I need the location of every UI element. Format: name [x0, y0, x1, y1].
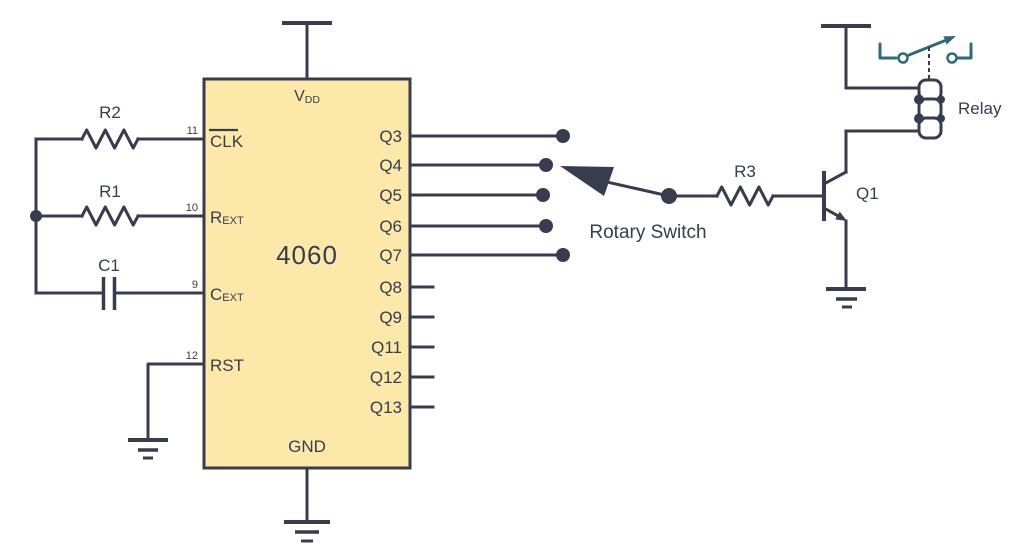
ic-body	[202, 77, 412, 470]
relay-contact-right-terminal	[946, 52, 958, 64]
q3-contact-dot	[556, 129, 570, 143]
pin-number-10: 10	[186, 202, 198, 214]
pin-label-q13: Q13	[370, 398, 402, 417]
pin-label-rst: RST	[210, 356, 244, 375]
pin-label-q8: Q8	[379, 278, 402, 297]
ic-4060: 4060 VDD GND CLK REXT CEXT RST 11 10 9 1…	[186, 21, 412, 543]
ground-symbol-rst	[128, 438, 168, 460]
relay-circuit: Relay	[821, 24, 1002, 140]
r1-label: R1	[99, 182, 121, 201]
rotary-switch: Rotary Switch	[560, 166, 707, 243]
pin-label-q7: Q7	[379, 246, 402, 265]
driver-stage: R3 Q1	[675, 129, 879, 309]
output-wires	[408, 129, 570, 409]
relay-contact-arm-arrow-icon	[943, 36, 956, 45]
q1-collector-diag	[821, 169, 849, 187]
rotary-arm-arrow-icon	[560, 166, 614, 196]
q4-contact-dot	[539, 158, 553, 172]
relay-contact-left-bracket	[878, 42, 898, 60]
q1-emitter-arrow-icon	[835, 211, 847, 221]
q5-contact-dot	[536, 188, 550, 202]
relay-label: Relay	[958, 99, 1002, 118]
rc-network: R2 R1 C1	[30, 103, 206, 310]
pin-label-q9: Q9	[379, 308, 402, 327]
rst-wire	[146, 362, 206, 441]
ic-right-pin-labels: Q3 Q4 Q5 Q6 Q7 Q8 Q9 Q11 Q12 Q13	[370, 127, 402, 417]
reset-ground	[128, 362, 206, 460]
r2-label: R2	[99, 103, 121, 122]
relay-coil	[914, 78, 945, 140]
ic-left-pin-numbers: 11 10 9 12	[186, 125, 198, 362]
c1-label: C1	[98, 256, 120, 275]
pin-number-9: 9	[192, 279, 198, 291]
ground-symbol-emitter	[826, 287, 866, 309]
pin-label-cext: CEXT	[210, 285, 244, 304]
q1-label: Q1	[856, 184, 879, 203]
transistor-q1: Q1	[821, 129, 879, 290]
vdd-pin-label: VDD	[294, 88, 320, 106]
relay-contact-switch	[878, 36, 973, 79]
pin-label-q5: Q5	[379, 186, 402, 205]
relay-contact-right-bracket	[955, 42, 973, 60]
pin-label-q11: Q11	[371, 338, 402, 357]
ground-symbol-ic	[284, 520, 330, 543]
pin-label-q6: Q6	[379, 217, 402, 236]
pin-label-q12: Q12	[370, 368, 402, 387]
pin-label-q3: Q3	[379, 127, 402, 146]
gnd-pin-label: GND	[288, 437, 326, 456]
q7-contact-dot	[556, 248, 570, 262]
pin-label-rext: REXT	[210, 208, 244, 227]
ic-part-number: 4060	[276, 240, 338, 270]
rotary-switch-label: Rotary Switch	[589, 222, 706, 243]
relay-contact-left-terminal	[897, 52, 909, 64]
pin-number-12: 12	[186, 350, 198, 362]
relay-contact-arm	[907, 39, 946, 57]
r2-resistor	[79, 128, 141, 150]
r1-resistor	[79, 205, 141, 227]
pin-label-q4: Q4	[379, 156, 402, 175]
rotary-arm-wire	[605, 180, 671, 198]
pin-number-11: 11	[187, 125, 198, 137]
r3-label: R3	[734, 162, 756, 181]
q1-emitter-diag	[821, 205, 843, 220]
ic-left-pin-labels: CLK REXT CEXT RST	[209, 128, 244, 375]
r3-resistor	[714, 185, 776, 207]
q6-contact-dot	[539, 219, 553, 233]
pin-label-clk: CLK	[210, 132, 244, 151]
